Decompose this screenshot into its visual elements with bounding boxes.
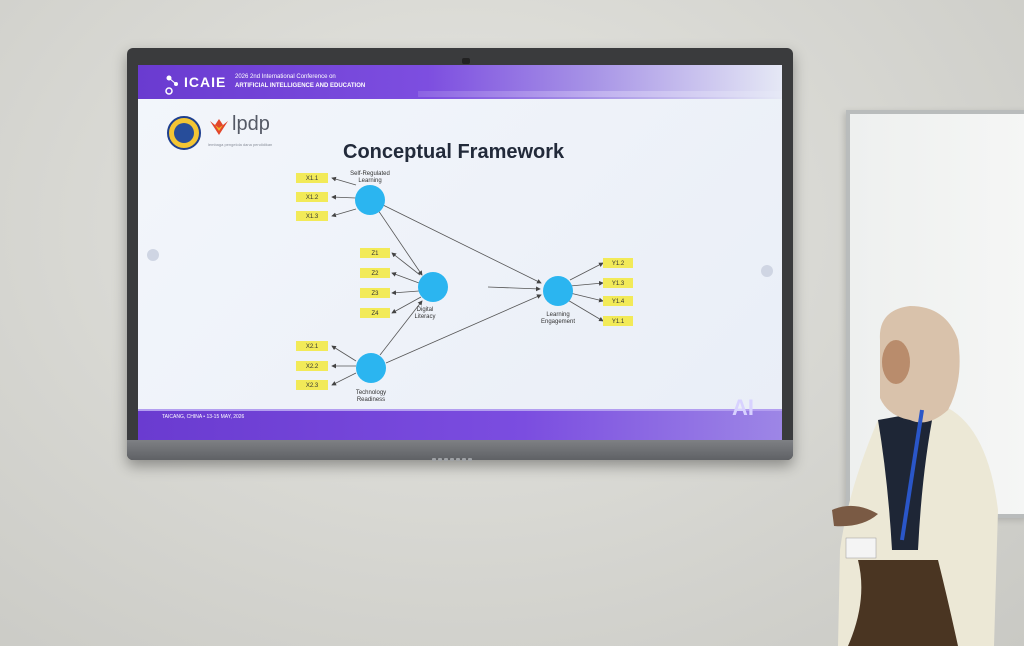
slide-footer	[138, 411, 782, 441]
conference-name-line2: ARTIFICIAL INTELLIGENCE AND EDUCATION	[235, 83, 366, 89]
monitor-bezel	[127, 440, 793, 461]
ind-x1-2: X1.2	[306, 195, 319, 201]
header-stripe	[418, 91, 782, 97]
srl-node	[355, 185, 385, 215]
tr-node	[356, 353, 386, 383]
srl-label-2: Learning	[358, 178, 381, 184]
monitor-buttons	[432, 448, 482, 461]
ind-z3: Z3	[371, 291, 379, 297]
next-slide-button[interactable]	[761, 265, 773, 277]
ind-x1-1: X1.1	[306, 176, 319, 182]
footer-divider	[138, 409, 782, 411]
slide-title: Conceptual Framework	[343, 141, 565, 163]
ind-x1-3: X1.3	[306, 214, 319, 220]
ind-z2: Z2	[371, 271, 379, 277]
university-seal-logo	[167, 116, 201, 150]
ind-z4: Z4	[371, 311, 379, 317]
indicator-boxes: X1.1 X1.2 X1.3 Z1 Z2 Z3 Z4 X2.1 X2.2 X2.…	[296, 173, 633, 390]
ind-y1-3: Y1.3	[612, 281, 625, 287]
ind-y1-2: Y1.2	[612, 261, 625, 267]
conference-logo-icon	[165, 75, 178, 95]
ai-badge-logo: AI	[732, 395, 754, 420]
srl-label: Self-Regulated	[350, 171, 390, 177]
presenter-figure	[832, 306, 998, 646]
display-monitor: ICAIE 2026 2nd International Conference …	[127, 48, 793, 461]
ind-x2-1: X2.1	[306, 344, 319, 350]
tr-label: Technology	[356, 390, 386, 396]
conference-name-line1: 2026 2nd International Conference on	[235, 74, 336, 80]
ind-x2-2: X2.2	[306, 364, 319, 370]
tr-label-2: Readiness	[357, 397, 385, 403]
prev-slide-button[interactable]	[147, 249, 159, 261]
ind-y1-1: Y1.1	[612, 319, 625, 325]
sponsor-logo-text: lpdp	[232, 113, 270, 135]
construct-nodes	[355, 185, 573, 383]
footer-location-date: TAICANG, CHINA • 13-15 MAY, 2026	[162, 414, 245, 420]
ind-x2-3: X2.3	[306, 383, 319, 389]
presentation-screen: ICAIE 2026 2nd International Conference …	[138, 65, 782, 441]
ind-y1-4: Y1.4	[612, 299, 625, 305]
le-label: Learning	[546, 312, 569, 318]
conference-logo-text: ICAIE	[184, 74, 227, 90]
dl-label-2: Literacy	[414, 314, 435, 320]
le-node	[543, 276, 573, 306]
lpdp-flame-icon	[210, 119, 228, 135]
camera-icon	[462, 58, 470, 64]
sponsor-subtitle: lembaga pengelola dana pendidikan	[208, 142, 273, 147]
le-label-2: Engagement	[541, 319, 575, 325]
path-diagram: Self-Regulated Learning Digital Literacy…	[296, 171, 633, 403]
dl-node	[418, 272, 448, 302]
dl-label: Digital	[417, 307, 434, 313]
ind-z1: Z1	[371, 251, 379, 257]
